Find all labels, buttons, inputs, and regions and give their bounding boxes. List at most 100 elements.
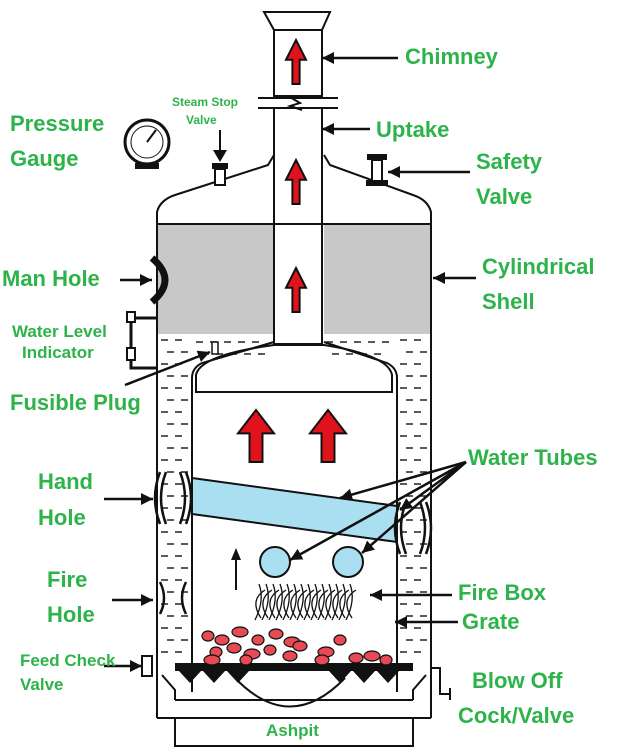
pointer-head <box>322 123 334 135</box>
flow-arrow <box>284 157 308 205</box>
pointer-head <box>140 274 152 286</box>
pointer-head <box>370 589 382 601</box>
flow-arrow <box>235 408 277 463</box>
pointer-line <box>124 350 211 387</box>
feed-check-valve <box>141 655 153 677</box>
label-ashpit: Ashpit <box>266 721 319 740</box>
flame-stroke <box>276 589 287 619</box>
flame-stroke <box>325 589 336 619</box>
coal-lump <box>251 634 265 646</box>
flame-stroke <box>303 583 311 621</box>
flame-stroke <box>275 583 283 621</box>
water-level-indicator <box>126 311 157 370</box>
pointer-head <box>290 548 304 560</box>
label-gauge: Gauge <box>10 146 78 171</box>
label-safety: Safety <box>476 149 543 174</box>
flame-stroke <box>345 583 353 621</box>
pointer-line <box>289 460 467 562</box>
safety-valve <box>366 154 388 186</box>
pointer-head <box>141 493 153 505</box>
flame-stroke <box>346 589 357 619</box>
grate-tooth <box>329 671 351 683</box>
grate-tooth <box>353 671 375 683</box>
grate <box>161 663 427 747</box>
grate-tooth <box>377 671 399 683</box>
pointer-head <box>433 272 445 284</box>
label-steam-stop-valve: Valve <box>186 113 217 127</box>
label-water-tubes: Water Tubes <box>468 445 598 470</box>
pointer-head <box>388 166 400 178</box>
coal-lump <box>282 650 298 662</box>
coal-lump <box>348 652 364 664</box>
labels: Chimney Steam Stop Valve Uptake Pressure… <box>2 44 598 740</box>
fire-box-walls <box>191 341 398 692</box>
label-water-level: Water Level <box>12 322 107 341</box>
flame-stroke <box>310 583 318 621</box>
label-pressure: Pressure <box>10 111 104 136</box>
flue-gas-flow-arrows <box>235 37 349 463</box>
label-fusible-plug: Fusible Plug <box>10 390 141 415</box>
label-hand-hole: Hole <box>38 505 86 530</box>
coal-lump <box>214 634 230 646</box>
coal-lump <box>363 650 381 662</box>
flame-stroke <box>283 589 294 619</box>
coal-lump <box>333 634 347 646</box>
pointer-head <box>141 594 153 606</box>
flame-stroke <box>338 583 346 621</box>
air-flow-arrow <box>231 548 241 590</box>
label-cylindrical: Cylindrical <box>482 254 594 279</box>
flame-stroke <box>317 583 325 621</box>
label-steam-stop: Steam Stop <box>172 95 238 109</box>
pointer-head <box>130 660 142 672</box>
flame-stroke <box>290 589 301 619</box>
label-feed-check: Feed Check <box>20 651 116 670</box>
fusible-plug <box>211 341 219 355</box>
flame-stroke <box>261 583 269 621</box>
pointer-line <box>361 461 467 554</box>
chimney <box>258 11 338 345</box>
grate-tooth <box>203 671 225 683</box>
fuel-coal <box>201 626 393 666</box>
coal-lump <box>203 654 221 666</box>
flame-stroke <box>282 583 290 621</box>
label-feed-valve: Valve <box>20 675 64 694</box>
coal-lump <box>263 644 277 656</box>
pointer-arrows <box>104 52 476 672</box>
coal-lump <box>268 628 284 640</box>
hand-hole-left <box>153 471 193 525</box>
label-shell: Shell <box>482 289 535 314</box>
coal-lump <box>226 642 242 654</box>
flame-stroke <box>304 589 315 619</box>
label-blow-off: Blow Off <box>472 668 563 693</box>
label-hand: Hand <box>38 469 93 494</box>
flame-stroke <box>318 589 329 619</box>
label-chimney: Chimney <box>405 44 499 69</box>
pointer-head <box>196 350 210 362</box>
coal-lump <box>201 630 215 642</box>
fire-hole <box>158 581 188 615</box>
flame-stroke <box>255 589 266 619</box>
pointer-head <box>400 498 414 510</box>
coal-lump <box>239 654 253 666</box>
flow-arrow <box>284 265 308 313</box>
flame-stroke <box>339 589 350 619</box>
pointer-head <box>322 52 334 64</box>
steam-stop-valve <box>212 130 228 186</box>
flame-stroke <box>331 583 339 621</box>
flame-stroke <box>297 589 308 619</box>
label-uptake: Uptake <box>376 117 449 142</box>
label-man-hole: Man Hole <box>2 266 100 291</box>
blow-off-cock <box>431 667 451 700</box>
flame-stroke <box>262 589 273 619</box>
flow-arrow <box>284 37 308 85</box>
flame-stroke <box>311 589 322 619</box>
flame-stroke <box>289 583 297 621</box>
grate-tooth <box>179 671 201 683</box>
label-fire: Fire <box>47 567 87 592</box>
flame-stroke <box>324 583 332 621</box>
flow-arrow <box>307 408 349 463</box>
grate-tooth <box>227 671 249 683</box>
label-fire-box: Fire Box <box>458 580 547 605</box>
flame-stroke <box>254 583 262 621</box>
